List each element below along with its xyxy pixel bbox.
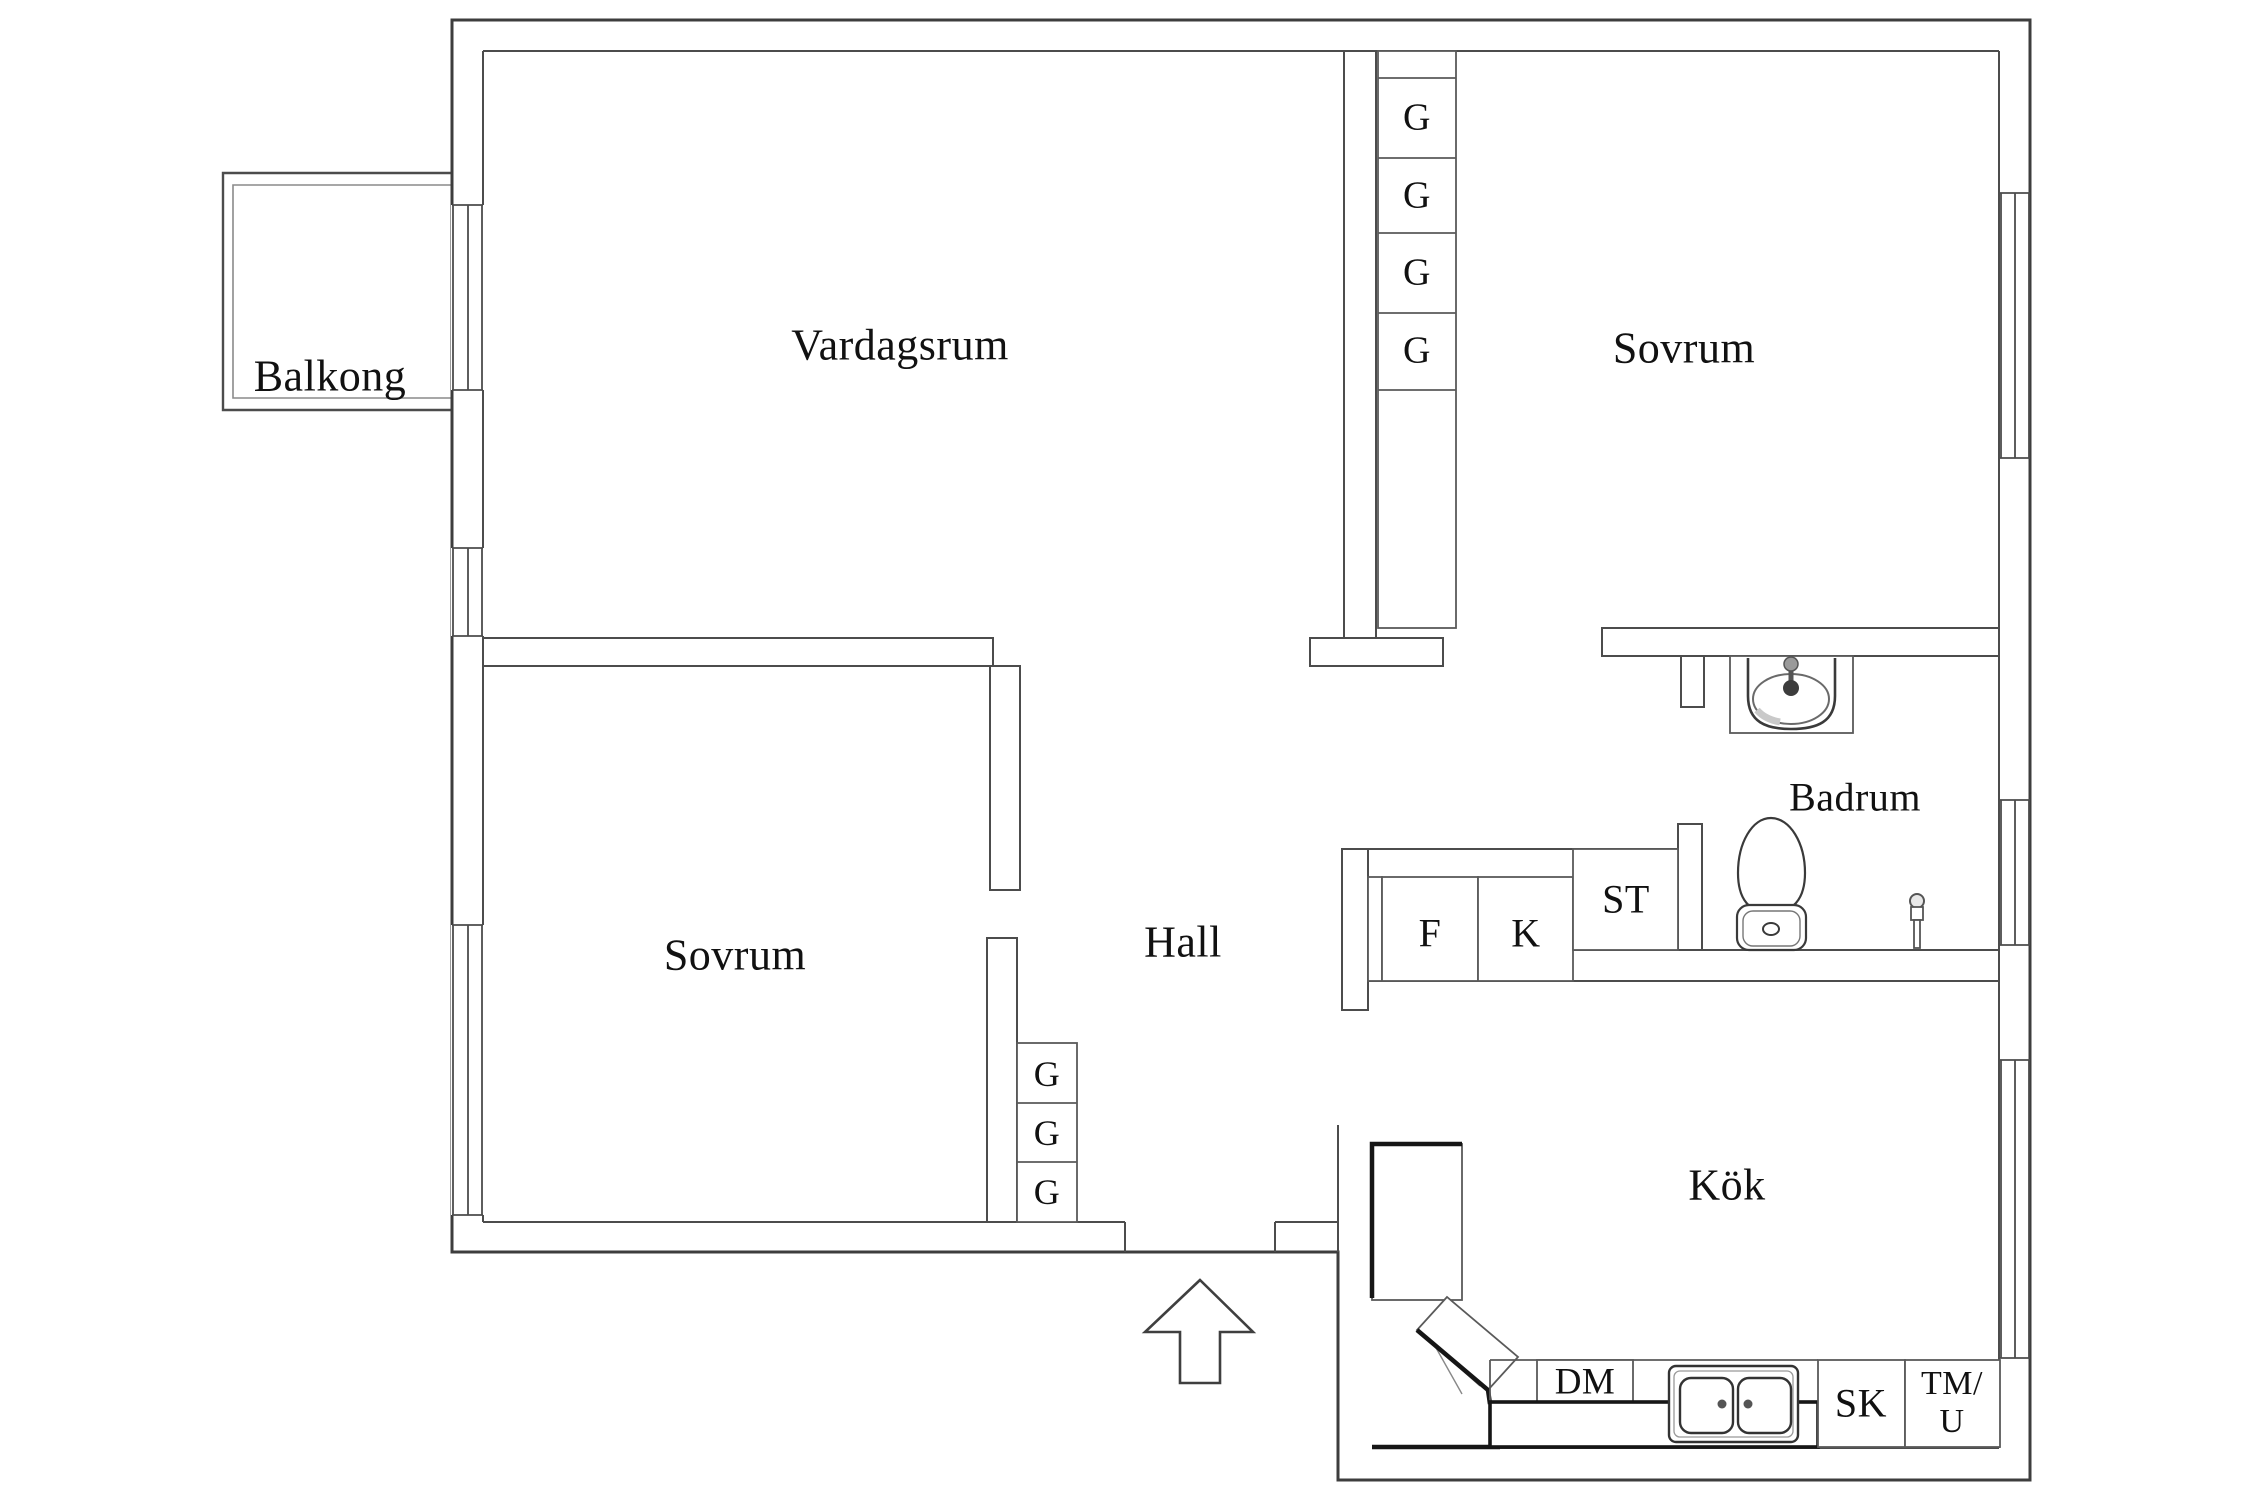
bedroom-top-window xyxy=(2000,192,2030,459)
balcony-label: Balkong xyxy=(253,351,407,401)
exterior-walls xyxy=(450,18,2032,1482)
appliance-boxes xyxy=(1367,848,1679,982)
bedroom-left-label: Sovrum xyxy=(663,930,807,980)
freezer-label: F xyxy=(1418,910,1442,956)
living-room-window xyxy=(451,547,484,637)
bedroom-left-window xyxy=(451,924,484,1216)
bathroom-label: Badrum xyxy=(1789,774,1921,820)
living-room-label: Vardagsrum xyxy=(791,320,1009,370)
washer-label: TM/ U xyxy=(1921,1365,1983,1441)
wardrobe-label: G xyxy=(1403,329,1431,372)
kitchen-counter xyxy=(1369,1141,2001,1450)
balcony-door xyxy=(451,204,484,391)
cleaning-closet-label: ST xyxy=(1602,876,1650,922)
floor-tap-icon xyxy=(1909,893,1925,949)
hall-label: Hall xyxy=(1144,917,1222,967)
bedroom-top-closet-column xyxy=(1377,50,1457,629)
kitchen-sink-icon xyxy=(1667,1364,1800,1444)
wardrobe-label: G xyxy=(1033,1112,1061,1153)
entrance-arrow-icon xyxy=(1141,1278,1257,1385)
wardrobe-label: G xyxy=(1403,251,1431,294)
toilet-icon xyxy=(1735,816,1808,952)
dishwasher-label: DM xyxy=(1554,1361,1616,1403)
wardrobe-label: G xyxy=(1033,1171,1061,1212)
cabinet-box xyxy=(1817,1359,1906,1448)
cabinet-label: SK xyxy=(1834,1380,1888,1426)
wardrobe-label: G xyxy=(1403,174,1431,217)
washer-label-line2: U xyxy=(1939,1403,1965,1440)
interior-walls xyxy=(482,50,2000,1223)
bathroom-window xyxy=(2000,799,2030,946)
bathroom-sink-icon xyxy=(1729,655,1854,734)
kitchen-window xyxy=(2000,1059,2030,1359)
washer-box xyxy=(1904,1359,2001,1448)
fridge-label: K xyxy=(1511,910,1541,956)
wardrobe-label: G xyxy=(1403,96,1431,139)
balcony-outline xyxy=(221,171,452,412)
bedroom-top-label: Sovrum xyxy=(1612,323,1756,373)
washer-label-line1: TM/ xyxy=(1921,1364,1983,1402)
wardrobe-label: G xyxy=(1033,1053,1061,1094)
hall-closet-column xyxy=(1016,1042,1078,1223)
kitchen-label: Kök xyxy=(1688,1160,1766,1210)
